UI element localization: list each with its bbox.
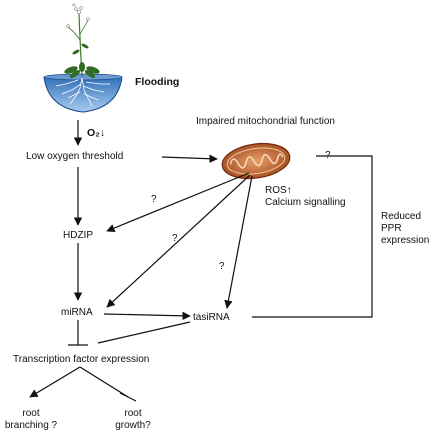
inhibit-tf-to-root-growth — [79, 366, 129, 398]
line-mito-feedback-to-tasirna — [252, 155, 373, 318]
question-mark-mito-feedback: ? — [325, 150, 331, 161]
mitochondrion-icon — [221, 142, 291, 180]
connector-lines — [29, 120, 373, 402]
question-mark-mito-tasirna: ? — [219, 261, 225, 272]
line-tasirna-to-tf — [97, 321, 191, 344]
arrow-low-oxygen-to-mitochondria — [161, 154, 218, 163]
hdzip-label: HDZIP — [63, 230, 93, 241]
calcium-signalling-label: Calcium signalling — [265, 197, 346, 208]
low-oxygen-threshold-label: Low oxygen threshold — [26, 151, 124, 162]
ros-label: ROS↑ — [265, 185, 292, 196]
mirna-label: miRNA — [61, 307, 93, 318]
arrow-mirna-to-tasirna — [103, 311, 191, 321]
arrow-mito-to-mirna — [106, 174, 251, 308]
flooding-label: Flooding — [135, 76, 180, 88]
inhibit-bar-root-growth — [119, 392, 137, 402]
root-branching-label: root branching ? — [4, 408, 58, 431]
reduced-ppr-expression-label: Reduced PPR expression — [381, 211, 430, 246]
arrow-tf-to-root-branching — [29, 366, 81, 398]
oxygen-decrease-label: O₂↓ — [87, 127, 106, 139]
question-mark-mito-mirna: ? — [172, 233, 178, 244]
arrow-mito-to-hdzip — [106, 172, 250, 233]
tasirna-label: tasiRNA — [193, 312, 230, 323]
impaired-mitochondrial-function-label: Impaired mitochondrial function — [196, 116, 335, 127]
root-growth-label: root growth? — [115, 408, 151, 431]
question-mark-mito-hdzip: ? — [151, 194, 157, 205]
plant-in-waterlogged-soil-icon — [43, 3, 123, 113]
transcription-factor-expression-label: Transcription factor expression — [13, 354, 150, 365]
arrow-mito-to-tasirna — [224, 175, 253, 309]
